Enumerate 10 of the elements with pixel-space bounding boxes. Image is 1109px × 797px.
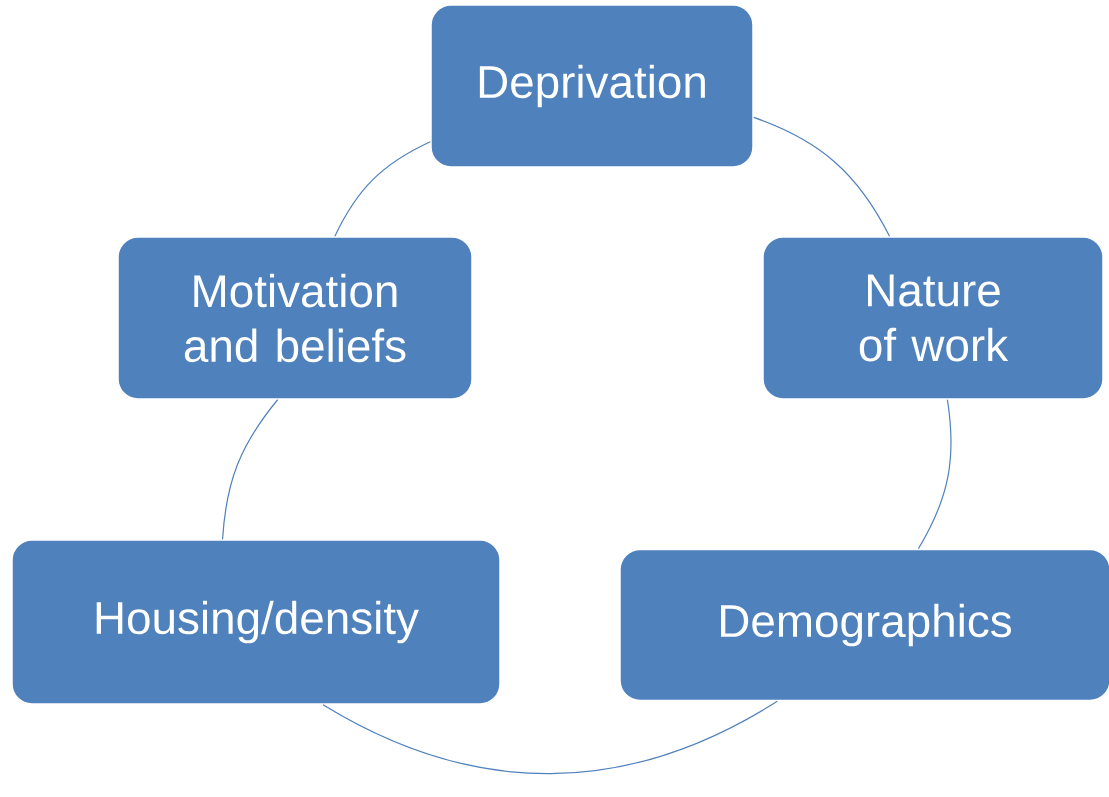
process-box: Demographics: [619, 548, 1109, 702]
connector-arc: [334, 141, 431, 237]
process-box: Housing/density: [11, 539, 501, 705]
process-box: Motivation and beliefs: [117, 236, 473, 400]
connector-arc: [221, 399, 279, 540]
connector-arc: [322, 700, 778, 775]
process-box: Nature of work: [762, 236, 1104, 400]
connector-arc: [753, 116, 891, 237]
connector-arc: [917, 399, 952, 550]
process-box: Deprivation: [430, 4, 754, 168]
